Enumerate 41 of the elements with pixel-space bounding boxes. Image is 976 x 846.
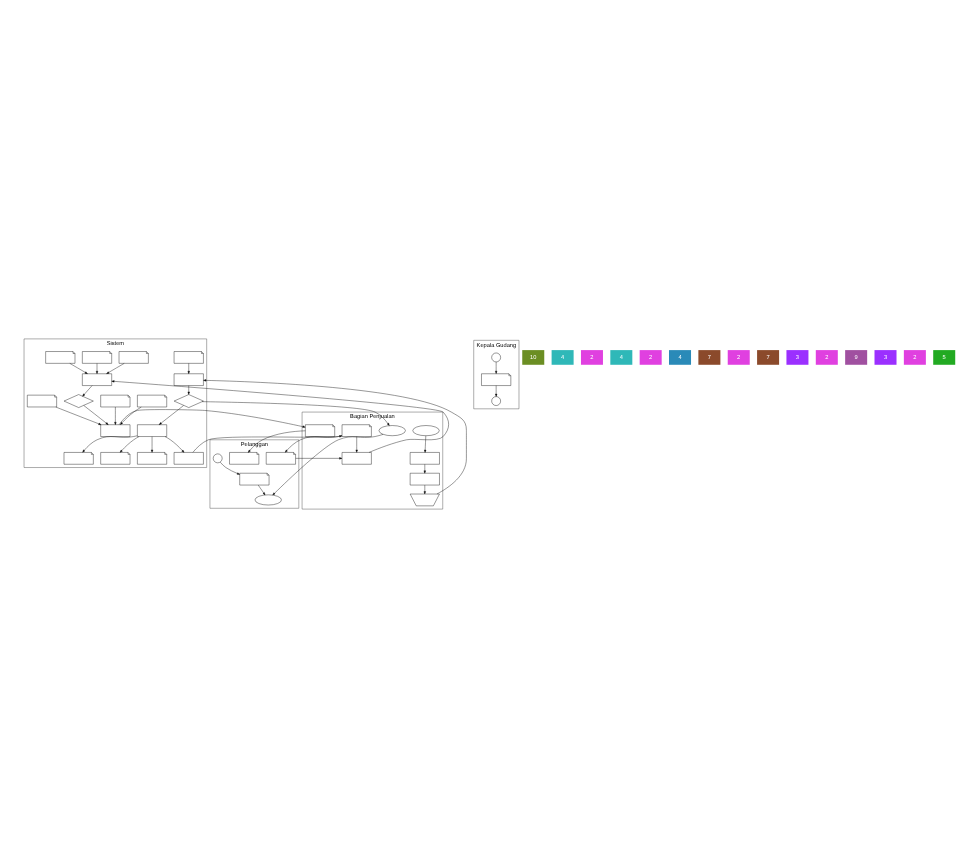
arrow (187, 362, 190, 373)
arrow (355, 435, 358, 452)
arrow (285, 434, 343, 452)
arrow (423, 463, 426, 473)
arrow (272, 433, 384, 495)
arrow (220, 461, 240, 474)
node-box (173, 451, 204, 464)
arrow (248, 429, 306, 452)
arrow (258, 483, 266, 495)
node-box (409, 472, 440, 485)
arrow (187, 384, 190, 394)
node-diamond (173, 393, 204, 407)
arrow (164, 435, 185, 452)
arrow (495, 360, 498, 373)
arrow (119, 435, 140, 452)
arrow (151, 435, 154, 452)
node-box (409, 451, 440, 464)
arrow (55, 405, 102, 424)
arrow (201, 400, 390, 425)
arrow (192, 434, 343, 452)
node-oval (412, 424, 440, 435)
node-circle (491, 395, 501, 405)
node-oval (378, 424, 406, 435)
arrow (111, 379, 449, 452)
node-circle (491, 351, 501, 362)
arrow (82, 384, 93, 396)
arrow (120, 405, 142, 424)
arrow (83, 404, 109, 424)
arrow (203, 378, 467, 494)
arrow (119, 408, 306, 427)
arrow (82, 434, 138, 452)
arrow (95, 362, 99, 373)
arrow (158, 404, 184, 424)
arrow (69, 362, 88, 373)
arrow (423, 483, 426, 494)
arrow (495, 384, 498, 396)
arrow (424, 434, 427, 452)
arrow (114, 405, 117, 424)
arrow (295, 456, 343, 459)
node-circle (213, 452, 223, 463)
arrow (106, 362, 125, 373)
